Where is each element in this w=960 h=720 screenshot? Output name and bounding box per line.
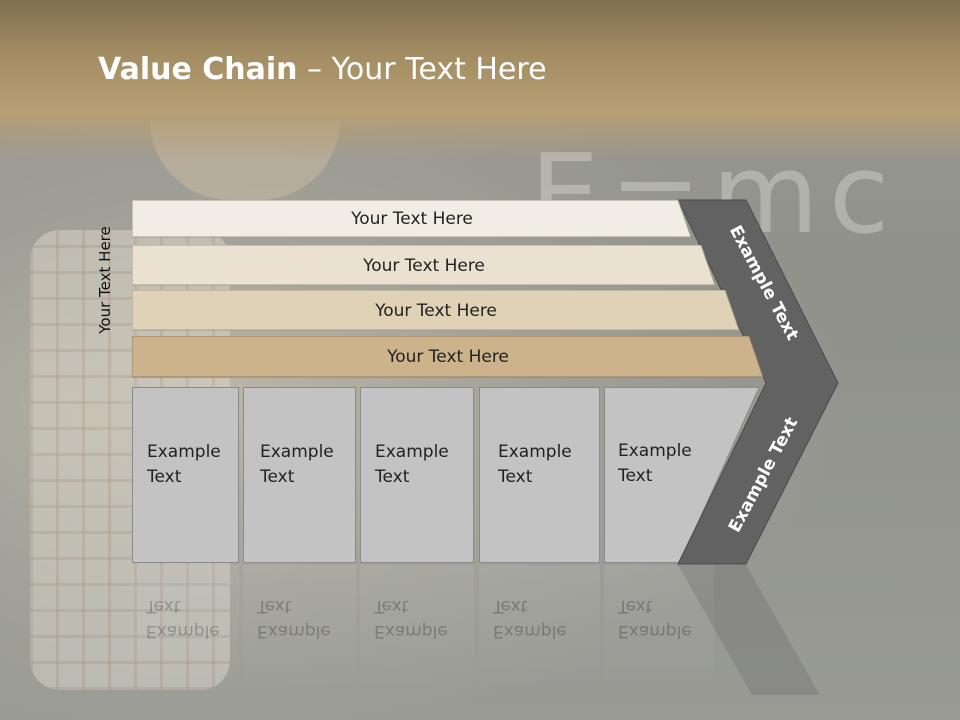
bar-2: Your Text Here bbox=[132, 245, 716, 286]
box-1-reflection-line1: Example bbox=[146, 621, 220, 641]
box-1: Example Text bbox=[132, 387, 239, 563]
bar-3-label: Your Text Here bbox=[375, 300, 497, 321]
bar-4-label: Your Text Here bbox=[387, 347, 509, 367]
box-3-line2: Text bbox=[375, 467, 410, 487]
title-bold: Value Chain bbox=[98, 52, 298, 87]
box-4-line2: Text bbox=[498, 467, 533, 487]
box-4-line1: Example bbox=[498, 442, 572, 462]
bar-2-label: Your Text Here bbox=[363, 255, 485, 276]
chevron-arrow bbox=[677, 199, 839, 565]
bar-1-label: Your Text Here bbox=[351, 209, 473, 229]
box-2-line2: Text bbox=[260, 467, 295, 487]
box-2-reflection: Example Text bbox=[243, 565, 356, 695]
side-label: Your Text Here bbox=[96, 226, 114, 334]
bar-3: Your Text Here bbox=[132, 290, 740, 331]
box-5-line1: Example bbox=[618, 441, 692, 461]
box-4-reflection-line1: Example bbox=[493, 621, 567, 641]
box-2-reflection-line1: Example bbox=[257, 621, 331, 641]
title-rest: – Your Text Here bbox=[297, 52, 547, 87]
box-3-reflection: Example Text bbox=[360, 565, 474, 695]
box-1-line1: Example bbox=[147, 442, 221, 462]
box-4-reflection: Example Text bbox=[479, 565, 600, 695]
header-band bbox=[0, 0, 960, 160]
box-2-line1: Example bbox=[260, 442, 334, 462]
box-5: Example Text bbox=[604, 387, 728, 489]
box-3-reflection-line1: Example bbox=[374, 621, 448, 641]
box-2: Example Text bbox=[243, 387, 356, 563]
box-3: Example Text bbox=[360, 387, 474, 563]
box-1-reflection: Example Text bbox=[132, 565, 239, 695]
box-1-reflection-line2: Text bbox=[146, 596, 181, 616]
box-4: Example Text bbox=[479, 387, 600, 563]
box-4-reflection-line2: Text bbox=[493, 596, 528, 616]
slide-title: Value Chain – Your Text Here bbox=[98, 52, 547, 87]
chevron-reflection bbox=[678, 565, 820, 695]
bar-4: Your Text Here bbox=[132, 336, 764, 378]
box-5-reflection-line2: Text bbox=[618, 596, 653, 616]
box-5-line2: Text bbox=[618, 466, 653, 486]
box-3-line1: Example bbox=[375, 442, 449, 462]
bar-1: Your Text Here bbox=[132, 200, 692, 238]
box-2-reflection-line2: Text bbox=[257, 596, 292, 616]
box-3-reflection-line2: Text bbox=[374, 596, 409, 616]
box-1-line2: Text bbox=[147, 467, 182, 487]
